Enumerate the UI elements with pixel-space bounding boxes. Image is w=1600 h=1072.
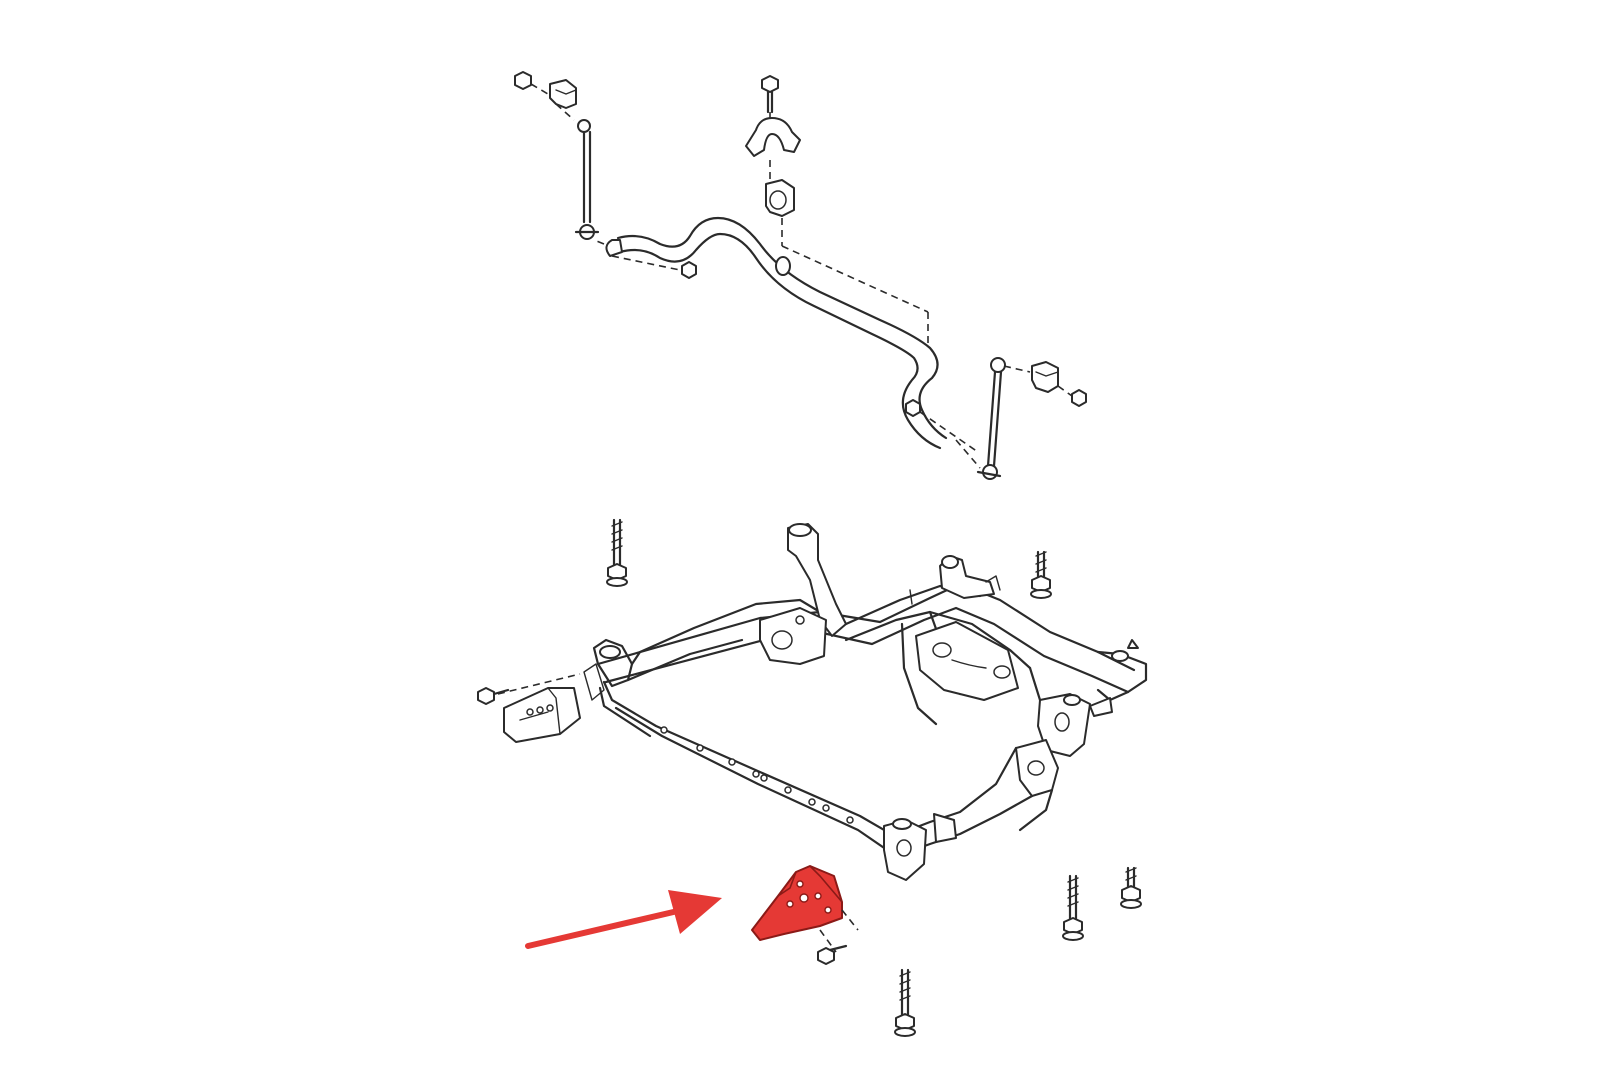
nut-icon <box>1071 389 1087 407</box>
stabilizer-bar-assembly <box>514 71 1087 480</box>
link-bushing-bracket-right <box>1031 361 1059 393</box>
stabilizer-clamp <box>745 117 801 157</box>
bolt-icon <box>1030 550 1052 599</box>
subframe-tower-right <box>909 555 1001 605</box>
subframe-center-plate <box>915 621 1019 701</box>
red-arrow-icon <box>525 890 722 949</box>
bolt-icon <box>606 518 628 587</box>
bolt-icon <box>1062 874 1084 941</box>
cross-member-holes <box>660 726 854 824</box>
nut-icon <box>681 261 697 279</box>
stabilizer-bar <box>605 216 948 450</box>
subframe-front-corner-right <box>883 813 957 881</box>
nut-icon <box>905 399 921 417</box>
bolt-icon <box>1120 866 1142 909</box>
bolt-icon <box>477 687 510 705</box>
stabilizer-link-left <box>574 119 600 240</box>
bolt-icon <box>761 75 779 114</box>
subframe-tower-left <box>759 523 847 665</box>
bolt-icon <box>817 944 848 965</box>
stabilizer-bushing <box>765 179 795 217</box>
subframe-mount-bracket <box>751 865 843 941</box>
nut-icon <box>514 71 532 90</box>
stabilizer-link-right <box>976 357 1006 480</box>
front-subframe <box>583 523 1148 881</box>
bolt-icon <box>894 968 916 1037</box>
subframe-rear-bracket-right <box>1015 693 1113 797</box>
link-bushing-bracket-left <box>549 79 577 121</box>
subframe-mount-bracket-left <box>503 687 581 743</box>
